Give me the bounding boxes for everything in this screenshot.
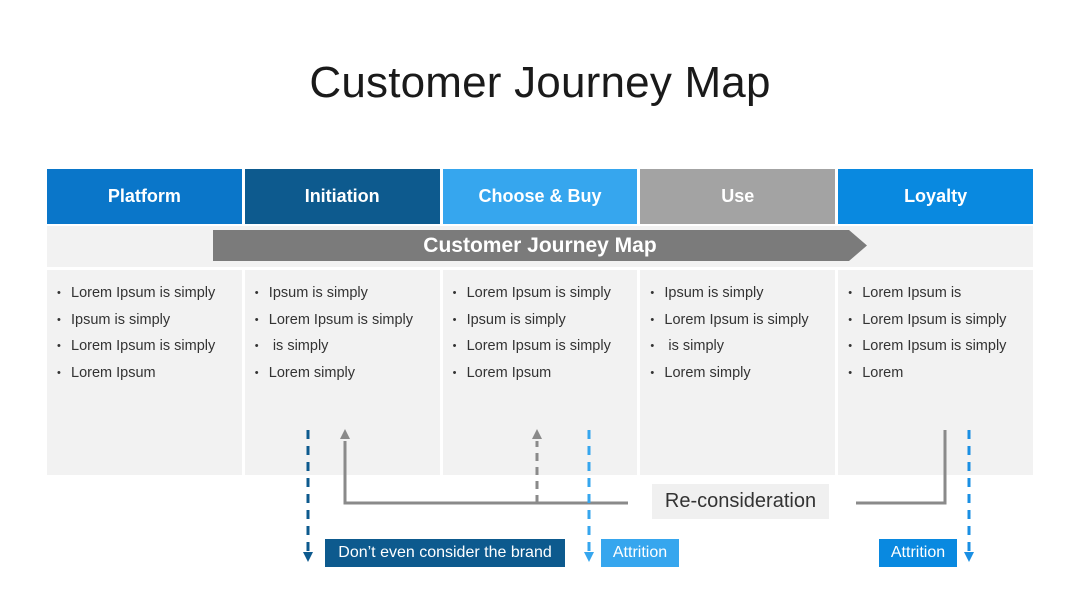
bullet-list: Lorem Ipsum is Lorem Ipsum is simply Lor… (838, 270, 1033, 386)
list-item: Lorem Ipsum is simply (650, 307, 835, 334)
list-item: Ipsum is simply (650, 280, 835, 307)
list-item: Lorem Ipsum is simply (57, 333, 242, 360)
bullet-list: Lorem Ipsum is simply Ipsum is simply Lo… (47, 270, 242, 386)
stage-label: Loyalty (904, 186, 968, 206)
list-item: Lorem Ipsum is simply (453, 333, 638, 360)
stage-label: Platform (107, 186, 181, 206)
list-item: is simply (255, 333, 440, 360)
stage-label: Choose & Buy (478, 186, 602, 206)
list-item: Ipsum is simply (255, 280, 440, 307)
journey-banner-arrow: Customer Journey Map (213, 230, 867, 261)
stage-header-platform: Platform (47, 169, 242, 224)
stage-header-choose-buy: Choose & Buy (442, 169, 638, 224)
list-item: Lorem simply (650, 360, 835, 387)
reconsideration-connector (343, 430, 947, 505)
arrow-down-icon (964, 552, 974, 562)
stage-header-use: Use (640, 169, 836, 224)
list-item: Lorem Ipsum is simply (57, 280, 242, 307)
page-title: Customer Journey Map (309, 58, 771, 107)
list-item: Lorem Ipsum is simply (453, 280, 638, 307)
list-item: Lorem Ipsum is simply (848, 333, 1033, 360)
banner-label: Customer Journey Map (423, 233, 657, 257)
banner-arrow-shape (213, 230, 867, 261)
bullet-list: Ipsum is simply Lorem Ipsum is simply is… (245, 270, 440, 386)
stage-label: Initiation (304, 186, 380, 206)
stage-header-loyalty: Loyalty (838, 169, 1033, 224)
stage-body-row: Lorem Ipsum is simply Ipsum is simply Lo… (47, 270, 1033, 475)
list-item: Lorem Ipsum is simply (848, 307, 1033, 334)
list-item: Lorem Ipsum (453, 360, 638, 387)
stage-header-initiation: Initiation (244, 169, 440, 224)
attrition-label-1: Attrition (601, 539, 679, 567)
list-item: Ipsum is simply (57, 307, 242, 334)
attrition-label-2: Attrition (879, 539, 957, 567)
reconsideration-label: Re-consideration (652, 484, 829, 519)
arrow-down-icon (584, 552, 594, 562)
list-item: Lorem Ipsum (57, 360, 242, 387)
stage-header-row: Platform Initiation Choose & Buy Use Loy… (47, 169, 1033, 224)
stage-body-use: Ipsum is simply Lorem Ipsum is simply is… (640, 270, 836, 475)
list-item: is simply (650, 333, 835, 360)
stage-body-platform: Lorem Ipsum is simply Ipsum is simply Lo… (47, 270, 242, 475)
arrow-down-icon (303, 552, 313, 562)
stage-label: Use (721, 186, 755, 206)
arrow-up-icon (340, 429, 350, 439)
list-item: Lorem simply (255, 360, 440, 387)
list-item: Lorem Ipsum is simply (255, 307, 440, 334)
list-item: Lorem (848, 360, 1033, 387)
bullet-list: Lorem Ipsum is simply Ipsum is simply Lo… (443, 270, 638, 386)
list-item: Lorem Ipsum is (848, 280, 1033, 307)
list-item: Ipsum is simply (453, 307, 638, 334)
arrow-up-icon (532, 429, 542, 439)
stage-body-initiation: Ipsum is simply Lorem Ipsum is simply is… (244, 270, 440, 475)
dont-consider-label: Don’t even consider the brand (325, 539, 565, 567)
bullet-list: Ipsum is simply Lorem Ipsum is simply is… (640, 270, 835, 386)
stage-body-choose-buy: Lorem Ipsum is simply Ipsum is simply Lo… (442, 270, 638, 475)
stage-body-loyalty: Lorem Ipsum is Lorem Ipsum is simply Lor… (838, 270, 1033, 475)
